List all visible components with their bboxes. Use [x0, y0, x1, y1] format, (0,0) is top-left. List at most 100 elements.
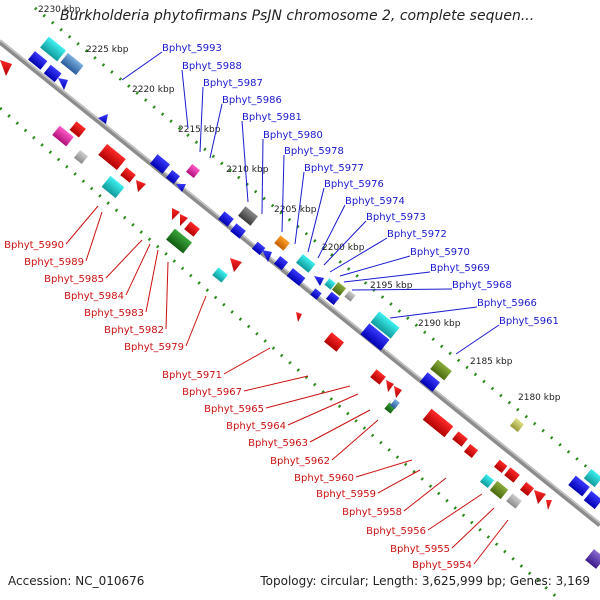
gene-feature: [176, 184, 186, 192]
gene-feature: [314, 276, 324, 286]
gene-feature: [69, 121, 86, 138]
gene-feature: [274, 235, 290, 251]
leader-line: [85, 211, 103, 262]
gene-feature: [331, 281, 347, 297]
leader-line: [351, 288, 453, 291]
leader-line: [121, 51, 163, 81]
leader-line: [329, 237, 388, 273]
gene-label-forward: Bphyt_5987: [203, 78, 263, 89]
scale-label: 2195 kbp: [370, 281, 413, 291]
accession-label: Accession: NC_010676: [8, 574, 145, 588]
leader-line: [241, 120, 249, 203]
leader-line: [451, 507, 495, 549]
gene-label-forward: Bphyt_5974: [345, 196, 405, 207]
gene-feature: [98, 144, 126, 170]
leader-line: [199, 86, 204, 153]
gene-label-reverse: Bphyt_5982: [104, 325, 164, 336]
leader-line: [427, 493, 483, 531]
gene-feature: [273, 255, 289, 271]
gene-label-reverse: Bphyt_5967: [182, 387, 242, 398]
leader-line: [377, 469, 421, 494]
scale-label: 2220 kbp: [132, 85, 175, 95]
gene-feature: [230, 258, 242, 272]
gene-label-reverse: Bphyt_5955: [390, 544, 450, 555]
gene-feature: [98, 114, 108, 124]
gene-label-reverse: Bphyt_5989: [24, 257, 84, 268]
leader-line: [307, 187, 325, 253]
gene-label-forward: Bphyt_5993: [162, 43, 222, 54]
gene-feature: [452, 431, 468, 447]
gene-label-reverse: Bphyt_5959: [316, 489, 376, 500]
gene-feature: [420, 372, 440, 392]
gene-label-reverse: Bphyt_5984: [64, 291, 124, 302]
gene-feature: [60, 53, 84, 75]
gene-label-forward: Bphyt_5988: [182, 61, 242, 72]
gene-feature: [390, 399, 400, 409]
scale-label: 2200 kbp: [322, 243, 365, 253]
gene-feature: [136, 180, 146, 192]
scale-label: 2215 kbp: [178, 125, 221, 135]
gene-feature: [40, 36, 66, 62]
gene-feature: [568, 475, 590, 497]
leader-line: [287, 393, 359, 426]
gene-label-reverse: Bphyt_5979: [124, 342, 184, 353]
scale-label: 2180 kbp: [518, 393, 561, 403]
gene-feature: [479, 473, 495, 489]
gene-feature: [43, 64, 62, 83]
gene-feature: [344, 290, 356, 302]
gene-feature: [101, 175, 125, 199]
leader-line: [309, 409, 371, 443]
leader-line: [209, 103, 223, 159]
leader-line: [331, 419, 379, 461]
leader-line: [105, 239, 143, 279]
gene-feature: [73, 149, 89, 165]
gene-label-reverse: Bphyt_5985: [44, 274, 104, 285]
sequence-summary: Topology: circular; Length: 3,625,999 bp…: [260, 574, 590, 588]
gene-feature: [585, 549, 600, 569]
gene-label-forward: Bphyt_5981: [242, 112, 302, 123]
reverse-gene-labels: Bphyt_5990Bphyt_5989Bphyt_5985Bphyt_5984…: [4, 205, 509, 571]
gene-feature: [463, 443, 479, 459]
gene-label-forward: Bphyt_5986: [222, 95, 282, 106]
reverse-strand-genes: [0, 60, 600, 569]
leader-line: [323, 220, 367, 266]
gene-label-reverse: Bphyt_5983: [84, 308, 144, 319]
gene-label-forward: Bphyt_5961: [499, 316, 559, 327]
gene-feature: [506, 493, 522, 509]
gene-feature: [0, 60, 12, 76]
leader-line: [455, 324, 500, 355]
leader-line: [185, 295, 207, 347]
gene-feature: [422, 408, 454, 438]
scale-label: 2225 kbp: [86, 45, 129, 55]
gene-feature: [172, 208, 180, 220]
forward-gene-labels: Bphyt_5993Bphyt_5988Bphyt_5987Bphyt_5986…: [121, 43, 559, 355]
leader-line: [389, 306, 478, 319]
scale-track-upper: [34, 6, 600, 480]
gene-feature: [180, 214, 188, 226]
scale-label: 2185 kbp: [470, 357, 513, 367]
leader-line: [339, 255, 411, 277]
gene-label-forward: Bphyt_5977: [304, 163, 364, 174]
gene-label-reverse: Bphyt_5956: [366, 526, 426, 537]
gene-feature: [324, 332, 344, 352]
gene-feature: [296, 312, 302, 322]
gene-feature: [546, 500, 552, 510]
gene-feature: [58, 78, 68, 90]
scale-label: 2190 kbp: [418, 319, 461, 329]
gene-feature: [251, 241, 266, 256]
gene-label-forward: Bphyt_5973: [366, 212, 426, 223]
leader-line: [343, 271, 431, 283]
gene-feature: [493, 459, 508, 474]
gene-label-forward: Bphyt_5978: [284, 146, 344, 157]
gene-feature: [519, 481, 535, 497]
gene-feature: [386, 380, 394, 392]
gene-feature: [370, 369, 386, 385]
scale-label: 2205 kbp: [274, 205, 317, 215]
gene-label-reverse: Bphyt_5958: [342, 507, 402, 518]
scale-label: 2230 kbp: [38, 5, 81, 15]
gene-feature: [394, 386, 402, 398]
leader-line: [65, 205, 99, 245]
gene-feature: [509, 417, 525, 433]
gene-label-forward: Bphyt_5976: [324, 179, 384, 190]
